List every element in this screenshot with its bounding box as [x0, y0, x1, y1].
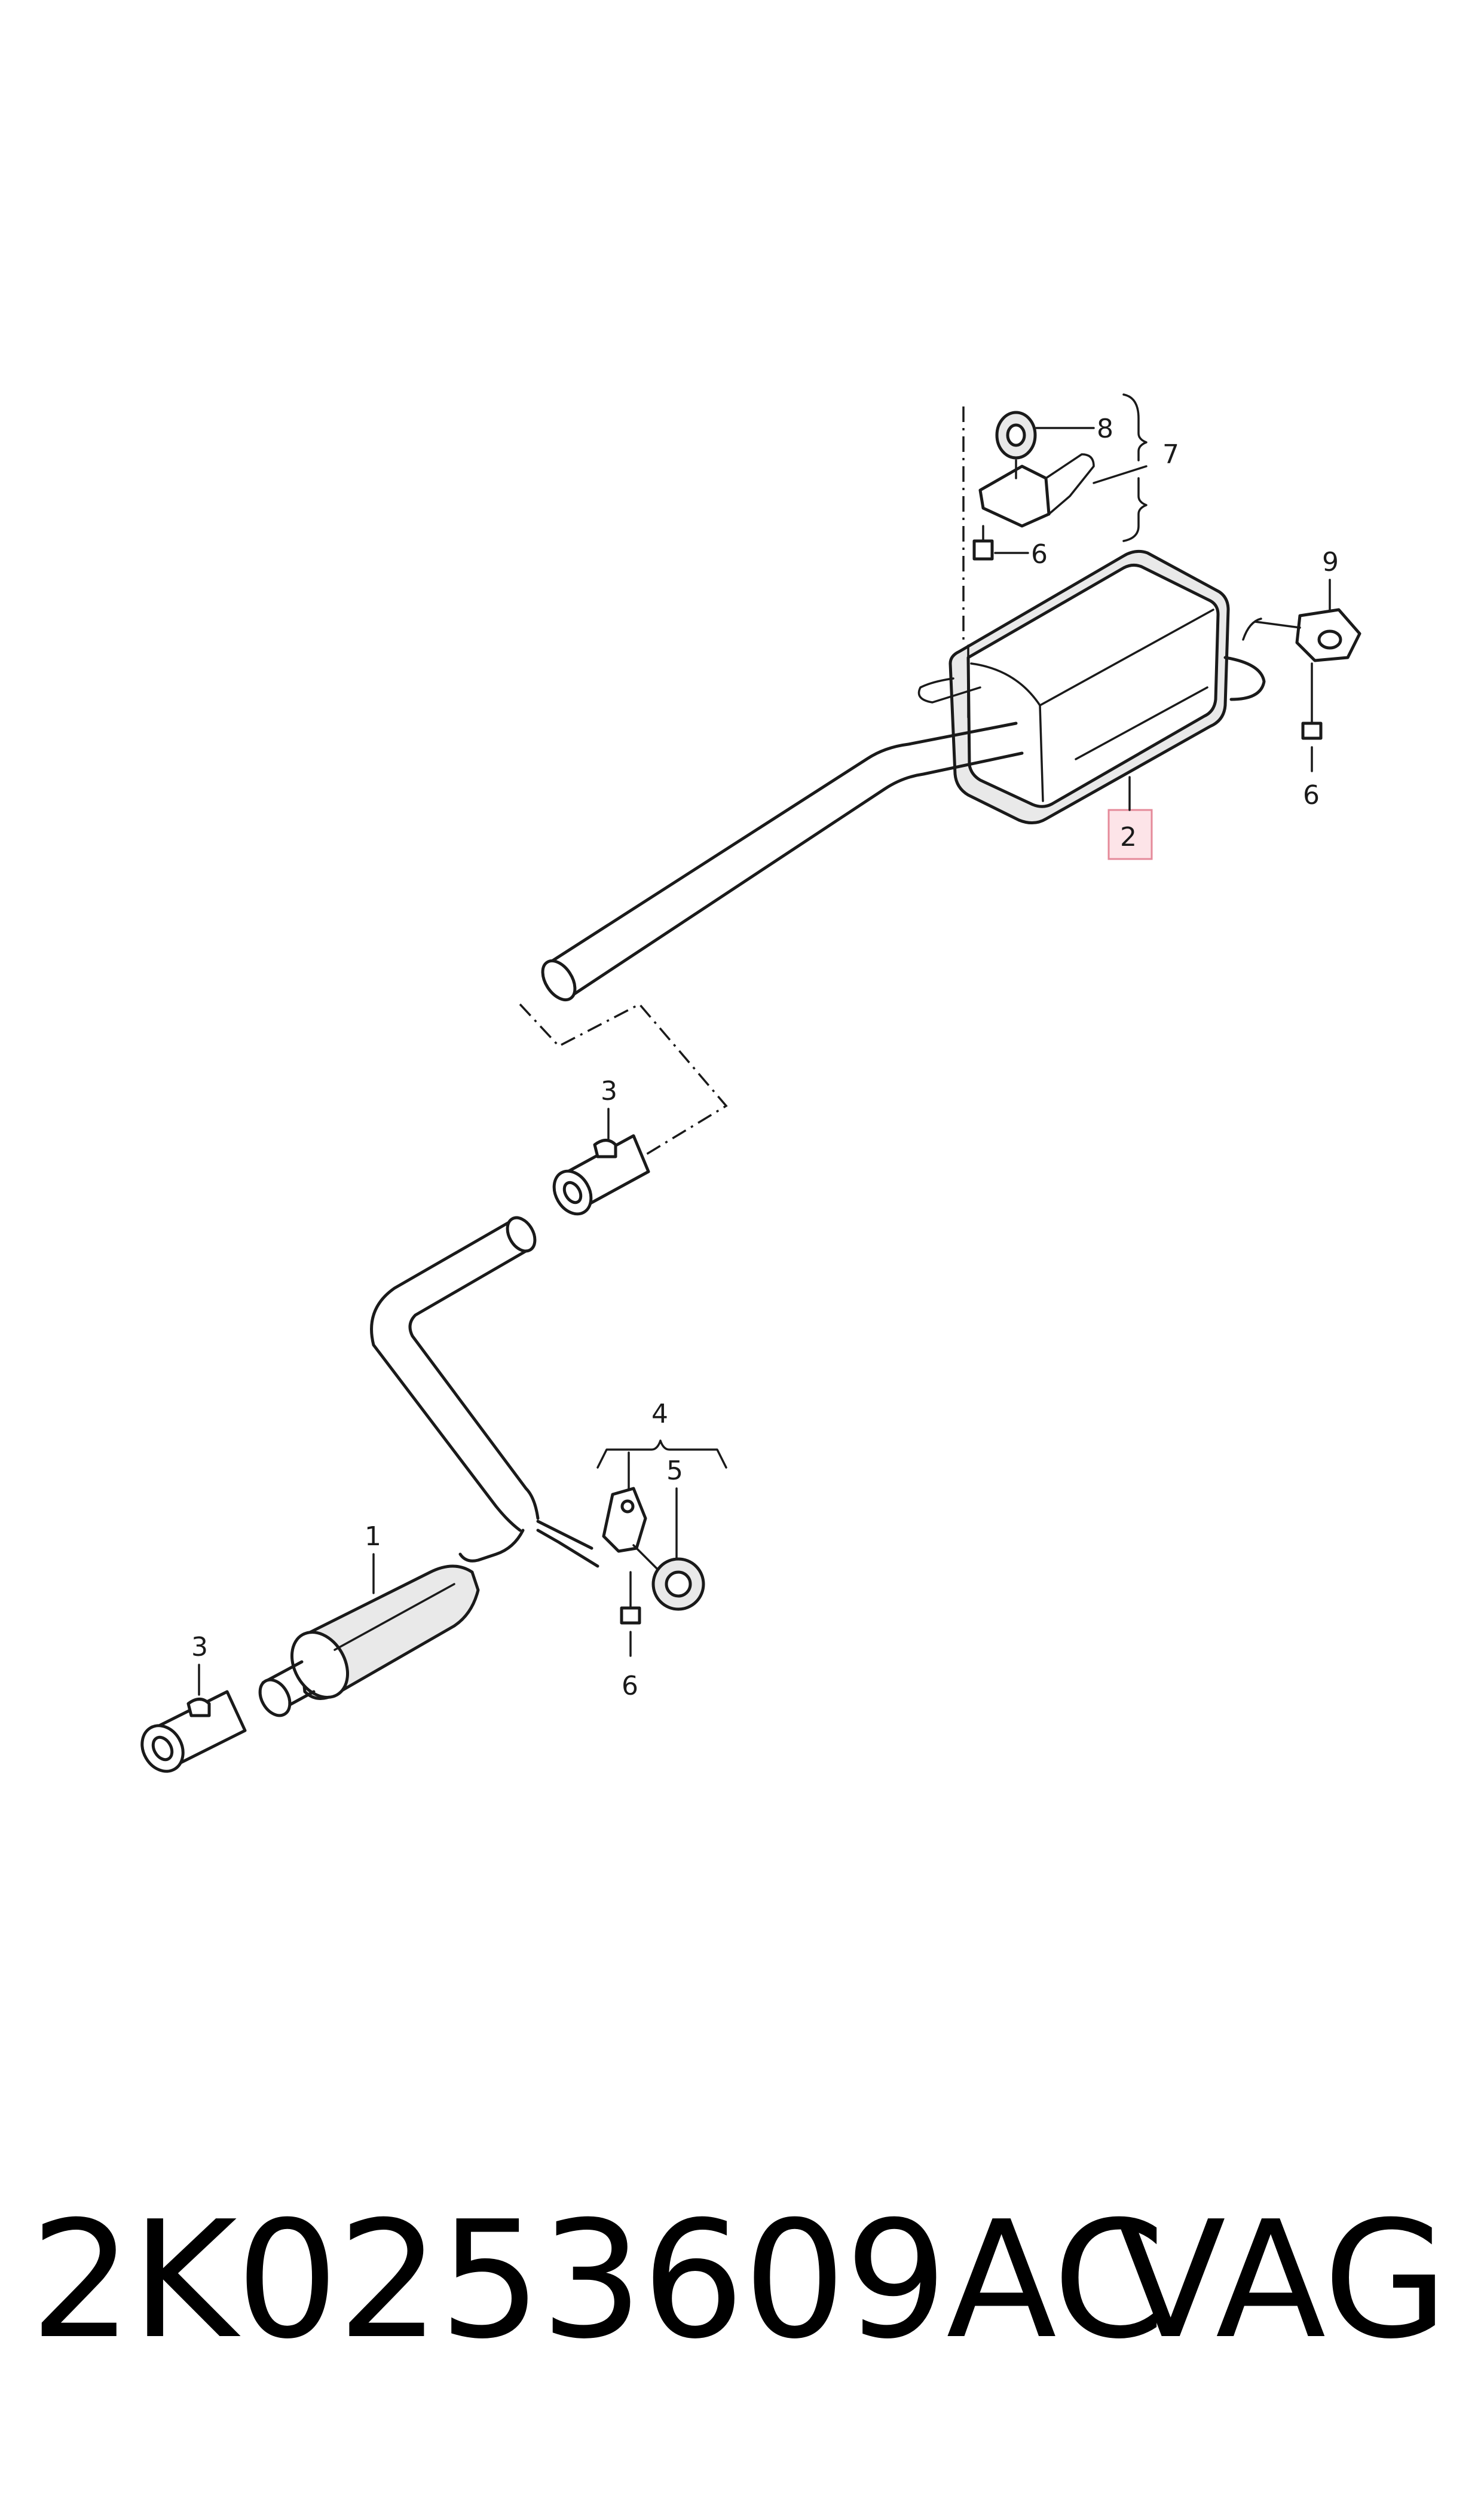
callout-6-top: 6 — [1031, 539, 1048, 570]
callout-7: 7 — [1162, 439, 1179, 470]
callout-6-right: 6 — [1303, 780, 1320, 811]
clamp-middle: 3 — [552, 1076, 650, 1216]
front-muffler: 1 — [258, 1520, 599, 1717]
brand-label: VAG — [1115, 2186, 1448, 2374]
callout-3-front: 3 — [191, 1632, 208, 1662]
callout-3-middle: 3 — [601, 1076, 617, 1106]
callout-8: 8 — [1097, 414, 1113, 444]
callout-5: 5 — [666, 1456, 683, 1486]
hanger-assembly-top: 8 7 6 — [962, 393, 1179, 640]
callout-4: 4 — [651, 1399, 668, 1429]
clamp-front: 3 — [140, 1632, 247, 1773]
callout-1: 1 — [365, 1521, 381, 1552]
part-number: 2K0253609AC — [30, 2186, 1165, 2374]
connection-dashed-line — [519, 1002, 728, 1167]
bracket-assembly-middle: 4 5 6 — [596, 1399, 727, 1701]
callout-9: 9 — [1322, 547, 1339, 577]
callout-6-middle: 6 — [622, 1671, 638, 1701]
rear-muffler — [541, 549, 1266, 1001]
highlight-box — [1107, 809, 1153, 860]
callout-2: 2 — [1120, 822, 1137, 852]
front-pipe — [370, 1216, 540, 1532]
hanger-assembly-rear: 9 6 — [1242, 547, 1361, 811]
